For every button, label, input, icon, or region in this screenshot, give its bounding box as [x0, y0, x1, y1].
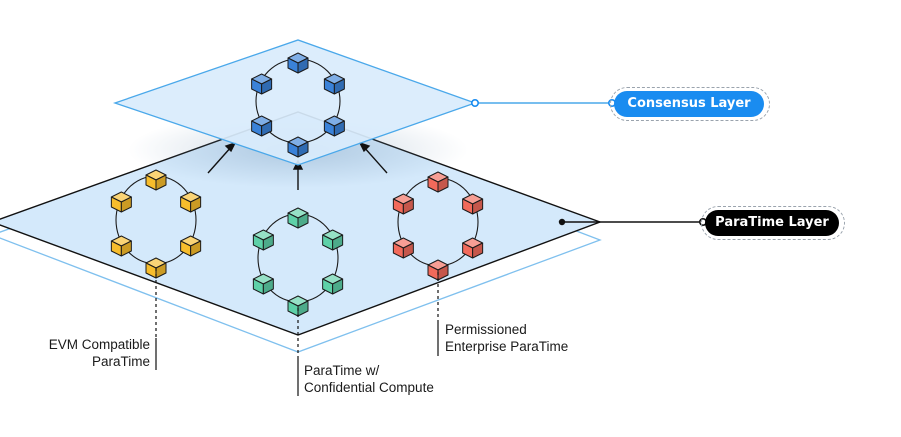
paratime-pill-outline [701, 206, 845, 240]
consensus-cluster-node [323, 73, 345, 95]
consensus-cluster [251, 52, 345, 158]
enterprise-cluster [392, 171, 484, 281]
enterprise-cluster-node [392, 237, 414, 259]
arrow-left [207, 145, 233, 174]
consensus-cluster-node [251, 115, 273, 137]
consensus-leader-dot [470, 99, 479, 108]
confidential-label-line2: Confidential Compute [304, 380, 434, 395]
evm-cluster-node [180, 235, 202, 257]
enterprise-cluster-node [427, 259, 449, 281]
consensus-cluster-node [287, 52, 309, 74]
confidential-cluster-node [252, 273, 274, 295]
paratime-label-leaders [155, 268, 439, 396]
paratime-layer-label: ParaTime Layer [715, 215, 829, 230]
enterprise-label-line1: Permissioned [445, 322, 527, 337]
consensus-cluster-node [251, 73, 273, 95]
evm-cluster-node [180, 191, 202, 213]
consensus-cluster-node [287, 136, 309, 158]
evm-cluster-node [110, 191, 132, 213]
paratime-layer-pill: ParaTime Layer [705, 210, 839, 236]
confidential-paratime-label: ParaTime w/ Confidential Compute [304, 362, 504, 396]
confidential-label-line1: ParaTime w/ [304, 363, 380, 378]
enterprise-paratime-label: Permissioned Enterprise ParaTime [445, 321, 645, 355]
consensus-pill-outline [610, 87, 770, 121]
arrow-right-head [358, 141, 371, 153]
consensus-cluster-node [323, 115, 345, 137]
evm-paratime-label: EVM Compatible ParaTime [0, 336, 150, 370]
enterprise-cluster-node [427, 171, 449, 193]
evm-cluster-node [145, 169, 167, 191]
consensus-layer-pill: Consensus Layer [614, 91, 764, 117]
enterprise-cluster-node [462, 193, 484, 215]
evm-cluster [110, 169, 202, 279]
paratime-leader-dot [558, 218, 566, 226]
evm-label-line2: ParaTime [91, 354, 150, 369]
arrow-left-head [224, 141, 237, 153]
enterprise-cluster-node [392, 193, 414, 215]
consensus-layer-label: Consensus Layer [627, 96, 751, 111]
confidential-cluster-node [322, 229, 344, 251]
node-clusters [110, 52, 484, 317]
confidential-cluster-node [252, 229, 274, 251]
confidential-cluster-node [287, 207, 309, 229]
enterprise-cluster-node [462, 237, 484, 259]
evm-label-line1: EVM Compatible [48, 337, 150, 352]
confidential-cluster-node [287, 295, 309, 317]
evm-cluster-node [145, 257, 167, 279]
confidential-cluster [252, 207, 344, 317]
enterprise-label-line2: Enterprise ParaTime [445, 339, 569, 354]
evm-cluster-node [110, 235, 132, 257]
arrow-right [362, 145, 388, 174]
confidential-cluster-node [322, 273, 344, 295]
